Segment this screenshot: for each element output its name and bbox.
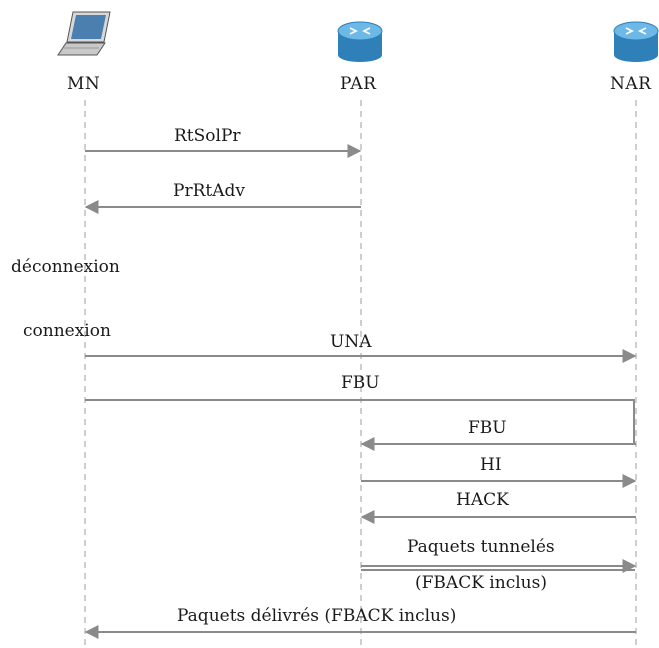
message-label-fbu: FBU [341, 373, 380, 393]
message-label-hack: HACK [456, 490, 509, 510]
message-label-una: UNA [330, 332, 372, 352]
arrow-fbu1 [85, 399, 635, 444]
message-label-prrtadv: PrRtAdv [173, 181, 245, 201]
router-icon [337, 21, 383, 62]
event-connect: connexion [23, 321, 111, 341]
message-label-tunnel: Paquets tunnelés [407, 537, 555, 557]
node-label-mn: MN [67, 74, 101, 94]
event-disconnect: déconnexion [11, 257, 120, 277]
message-label-hi: HI [480, 455, 502, 475]
message-label-fbu-2: FBU [468, 418, 507, 438]
router-icon [613, 21, 659, 62]
laptop-icon [57, 11, 111, 56]
message-sublabel-tunnel: (FBACK inclus) [415, 573, 547, 593]
node-label-par: PAR [340, 74, 377, 94]
node-label-nar: NAR [610, 74, 652, 94]
message-label-rtsolpr: RtSolPr [174, 126, 241, 146]
message-label-delivered: Paquets délivrés (FBACK inclus) [177, 606, 457, 626]
arrows-layer [84, 144, 637, 639]
